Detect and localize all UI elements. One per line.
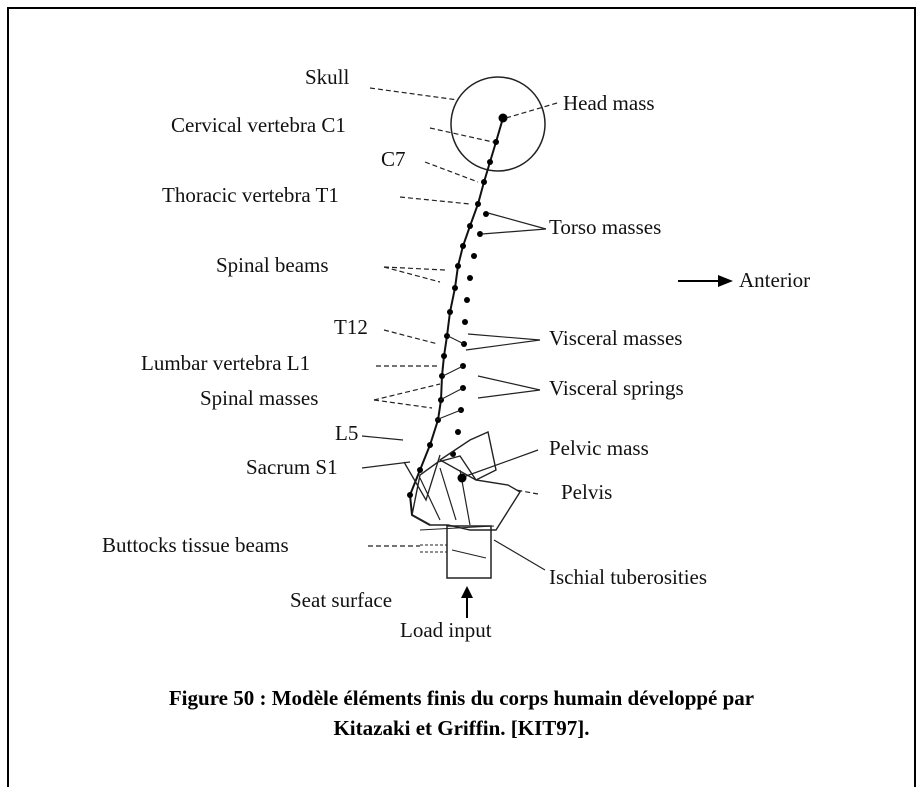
figure-caption-line-2: Kitazaki et Griffin. [KIT97]. (9, 713, 914, 743)
label-l5: L5 (335, 421, 358, 445)
spine-node (467, 223, 473, 229)
anterior-arrow (678, 275, 733, 287)
pelvis-shape (404, 432, 520, 530)
spine-node (493, 139, 499, 145)
label-visceral-springs: Visceral springs (549, 376, 684, 400)
visceral-node (464, 297, 470, 303)
label-pelvis: Pelvis (561, 480, 612, 504)
spine-node (407, 492, 413, 498)
label-buttocks-tissue-beams: Buttocks tissue beams (102, 533, 289, 557)
spinal-beam-chain (410, 118, 503, 525)
visceral-node (462, 319, 468, 325)
spine-node (475, 201, 481, 207)
label-c7: C7 (381, 147, 406, 171)
label-torso-masses: Torso masses (549, 215, 661, 239)
seat-block (420, 526, 494, 578)
spine-node (441, 353, 447, 359)
label-visceral-masses: Visceral masses (549, 326, 682, 350)
spine-node (417, 467, 423, 473)
label-anterior: Anterior (739, 268, 810, 292)
head-mass-node (499, 114, 508, 123)
label-t12: T12 (334, 315, 368, 339)
label-sacrum-s1: Sacrum S1 (246, 455, 338, 479)
load-input-arrow (461, 586, 473, 618)
label-seat-surface: Seat surface (290, 588, 392, 612)
label-pelvic-mass: Pelvic mass (549, 436, 649, 460)
spine-node (447, 309, 453, 315)
spine-node (481, 179, 487, 185)
label-ischial-tuberosities: Ischial tuberosities (549, 565, 707, 589)
label-skull: Skull (305, 65, 350, 89)
spine-node (460, 243, 466, 249)
spine-node (455, 263, 461, 269)
spine-node (427, 442, 433, 448)
visceral-spring (448, 336, 464, 344)
visceral-spring (443, 366, 463, 376)
label-load-input: Load input (400, 618, 492, 642)
label-spinal-masses: Spinal masses (200, 386, 318, 410)
head-circle (451, 77, 545, 171)
spine-node (487, 159, 493, 165)
torso-mass-node (483, 211, 489, 217)
label-cervical-c1: Cervical vertebra C1 (171, 113, 346, 137)
visceral-spring (440, 388, 463, 400)
visceral-node (471, 253, 477, 259)
pelvic-mass-node (458, 474, 467, 483)
label-lumbar-l1: Lumbar vertebra L1 (141, 351, 310, 375)
figure-caption-line-1: Figure 50 : Modèle éléments finis du cor… (9, 683, 914, 713)
label-spinal-beams: Spinal beams (216, 253, 329, 277)
visceral-node (467, 275, 473, 281)
label-thoracic-t1: Thoracic vertebra T1 (162, 183, 339, 207)
spine-node (452, 285, 458, 291)
visceral-node (455, 429, 461, 435)
label-head-mass: Head mass (563, 91, 655, 115)
